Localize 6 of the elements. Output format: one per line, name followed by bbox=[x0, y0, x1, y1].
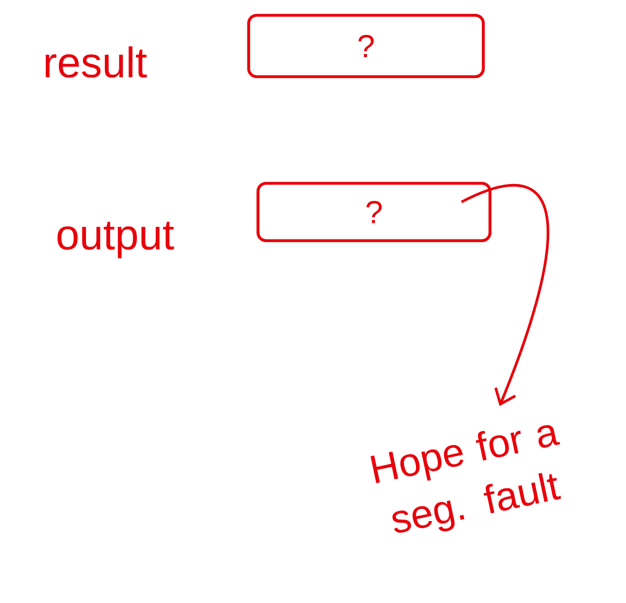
box: ? bbox=[256, 182, 492, 242]
note-text: Hope for a seg. fault bbox=[370, 425, 562, 533]
arrow bbox=[460, 184, 550, 406]
variable-label: output bbox=[58, 222, 174, 258]
box: ? bbox=[247, 14, 485, 78]
variable-label: result bbox=[46, 46, 147, 78]
